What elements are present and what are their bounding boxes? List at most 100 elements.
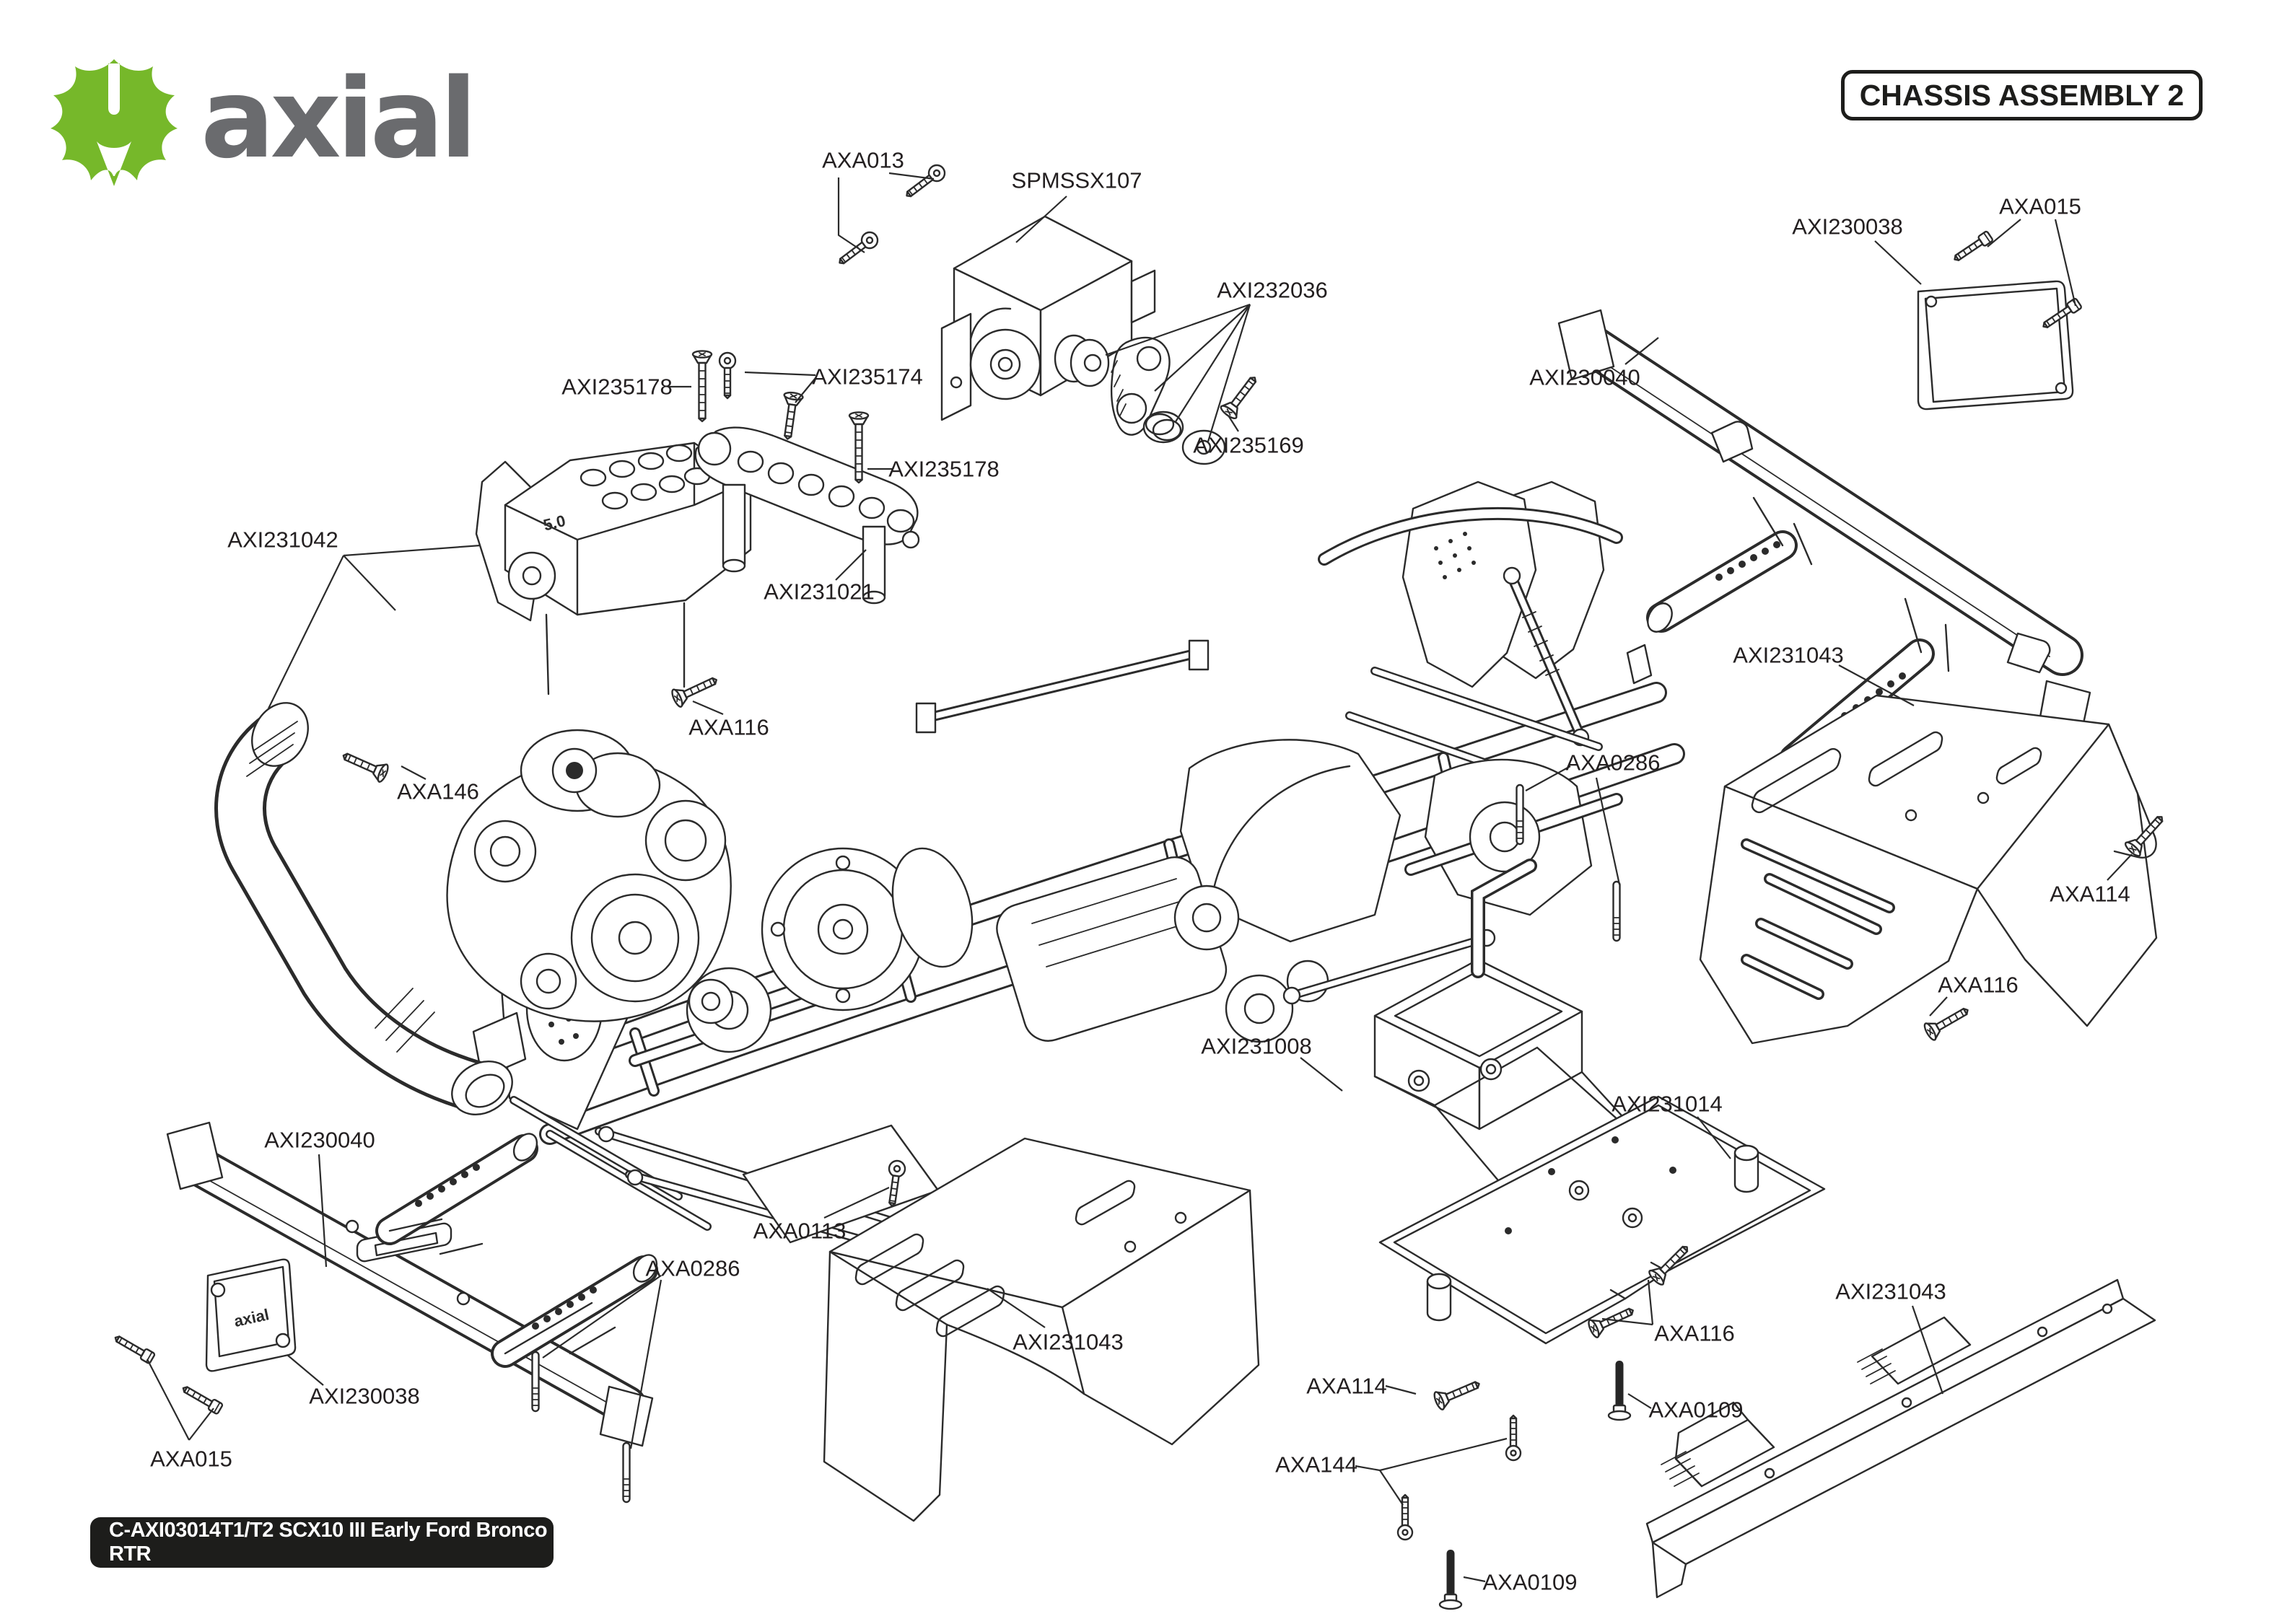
page-title: CHASSIS ASSEMBLY 2 xyxy=(1841,70,2203,120)
leader-line xyxy=(343,544,481,557)
callout-axi231042: AXI231042 xyxy=(227,527,481,709)
fastener-button-drawing xyxy=(834,228,882,271)
callout-axa144: AXA144 xyxy=(1275,1437,1508,1506)
rear-fender-drawing xyxy=(1699,694,2158,1045)
leader-line xyxy=(744,371,816,377)
callout-spmssx107: SPMSSX107 xyxy=(1012,168,1142,243)
front-bumper-drawing xyxy=(166,1121,658,1447)
callout-axa015-tr: AXA015 xyxy=(1987,194,2081,307)
callout-axi231043-rf: AXI231043 xyxy=(1733,643,1915,706)
part-number-label: AXI231008 xyxy=(1201,1034,1311,1059)
part-number-label: AXA015 xyxy=(150,1447,232,1472)
leader-line xyxy=(1874,240,1922,285)
leader-line xyxy=(287,1354,324,1386)
fastener-flat-long-drawing xyxy=(691,350,713,423)
part-number-label: AXA114 xyxy=(1306,1374,1386,1399)
fastener-flat-short-drawing xyxy=(1431,1374,1484,1412)
front-license-plate-drawing: axial xyxy=(205,1258,297,1372)
callout-axi232036: AXI232036 xyxy=(1105,278,1328,442)
leader-line xyxy=(2107,853,2133,881)
callout-axa013: AXA013 xyxy=(822,148,935,253)
fastener-flat-short-drawing xyxy=(1921,1001,1974,1043)
leader-line xyxy=(629,1279,662,1449)
part-number-label: AXI231043 xyxy=(1733,643,1843,668)
fastener-black-up-drawing xyxy=(1607,1359,1632,1421)
pulley-assembly-drawing xyxy=(446,729,734,1024)
callout-axa116-b: AXA116 xyxy=(1601,1279,1735,1346)
leader-line xyxy=(835,549,867,581)
callout-axa0109-2: AXA0109 xyxy=(1463,1570,1578,1595)
callout-axi235169: AXI235169 xyxy=(1193,415,1304,458)
part-number-label: AXI235178 xyxy=(888,457,999,482)
engine-block-drawing: 5.0 xyxy=(475,442,752,695)
leader-line xyxy=(1355,1437,1508,1472)
part-number-label: AXA114 xyxy=(2050,882,2130,907)
leader-line xyxy=(1601,1317,1653,1326)
callout-axa0286-l: AXA0286 xyxy=(542,1256,740,1449)
leader-line xyxy=(147,1359,190,1441)
fastener-button-drawing xyxy=(718,351,737,400)
callout-axi231008: AXI231008 xyxy=(1201,1034,1343,1092)
leader-line xyxy=(1627,1393,1652,1409)
leader-line xyxy=(888,172,935,180)
callout-axa0113: AXA0113 xyxy=(753,1187,890,1244)
part-number-label: AXA0286 xyxy=(1566,750,1661,776)
fastener-cap-drawing xyxy=(111,1331,157,1365)
leader-line xyxy=(542,1275,662,1359)
leader-line xyxy=(1228,415,1239,432)
leader-line xyxy=(1300,1057,1343,1092)
fastener-black-up-drawing xyxy=(1438,1548,1463,1610)
callout-axa114-r: AXA114 xyxy=(2050,853,2133,907)
part-number-label: AXI231014 xyxy=(1612,1092,1722,1117)
part-number-label: SPMSSX107 xyxy=(1012,168,1142,193)
part-number-label: AXA144 xyxy=(1275,1452,1357,1478)
part-number-label: AXI231042 xyxy=(227,527,338,553)
part-number-label: AXI230038 xyxy=(309,1384,419,1409)
leader-line xyxy=(987,1288,1046,1328)
part-number-label: AXI235169 xyxy=(1193,433,1303,458)
callout-axi231021: AXI231021 xyxy=(764,549,875,605)
battery-tray-drawing xyxy=(1373,859,1661,1228)
leader-line xyxy=(1987,219,2021,247)
callout-axi231043-ff: AXI231043 xyxy=(987,1288,1124,1355)
fastener-flat-short-drawing xyxy=(777,390,805,442)
leader-line xyxy=(401,765,427,780)
leader-line xyxy=(1385,1384,1417,1395)
leader-line xyxy=(692,700,724,716)
rock-slider-drawing xyxy=(1645,1278,2156,1599)
part-number-label: AXA146 xyxy=(397,779,479,804)
part-number-label: AXA116 xyxy=(1938,973,2018,998)
leader-line xyxy=(188,1408,214,1441)
fastener-flat-short-drawing xyxy=(338,746,391,784)
callout-axa015-bl: AXA015 xyxy=(147,1359,232,1472)
leader-line xyxy=(1929,996,1948,1017)
leader-line xyxy=(1595,777,1621,885)
part-number-label: AXA0109 xyxy=(1649,1397,1744,1423)
leader-line xyxy=(1911,1305,1944,1395)
fastener-pin-drawing xyxy=(622,1441,631,1504)
part-number-label: AXI232036 xyxy=(1217,278,1327,303)
part-number-label: AXI230040 xyxy=(264,1128,375,1153)
axial-wordmark: axial xyxy=(201,54,477,183)
leader-line xyxy=(1647,1279,1654,1325)
fastener-button-drawing xyxy=(901,161,949,203)
part-number-label: AXI235174 xyxy=(812,364,922,390)
callout-axi230038-tr: AXI230038 xyxy=(1792,214,1922,285)
kit-label: C-AXI03014T1/T2 SCX10 III Early Ford Bro… xyxy=(90,1517,554,1568)
leader-line xyxy=(318,1154,328,1268)
leader-line xyxy=(795,377,816,403)
callout-axa116-r: AXA116 xyxy=(1929,973,2019,1017)
part-number-label: AXI231021 xyxy=(764,579,874,605)
callout-axi235178-a: AXI235178 xyxy=(561,374,691,400)
leader-line xyxy=(2054,219,2077,307)
leader-line xyxy=(1525,765,1571,791)
leader-line xyxy=(1697,1116,1731,1159)
part-number-label: AXA013 xyxy=(822,148,904,173)
callout-axi231014: AXI231014 xyxy=(1612,1092,1731,1159)
callout-layer: AXA013SPMSSX107AXI232036AXI235169AXI2351… xyxy=(147,148,2133,1595)
leader-line xyxy=(1624,337,1659,365)
callout-axi230040-r: AXI230040 xyxy=(1529,337,1659,390)
callout-axi235178-b: AXI235178 xyxy=(867,457,1000,482)
